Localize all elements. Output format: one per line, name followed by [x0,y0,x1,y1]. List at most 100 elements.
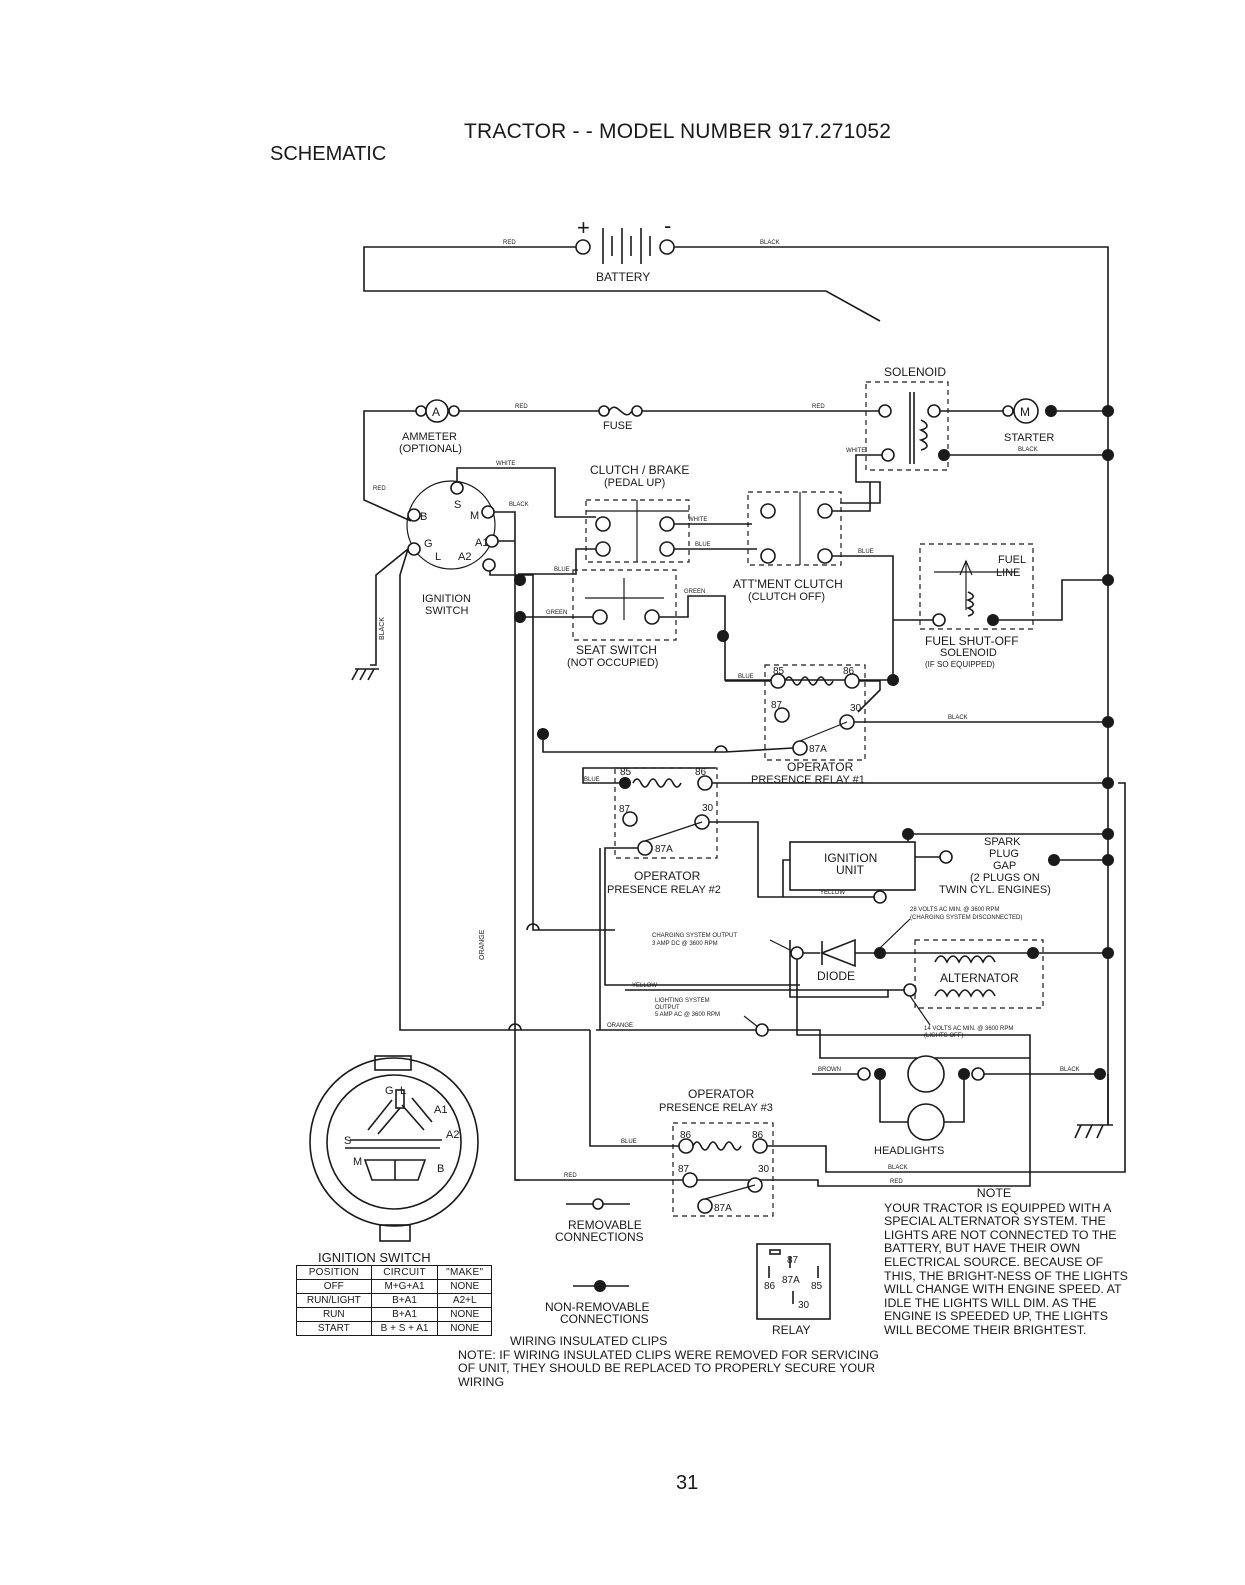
opr2-label-1: OPERATOR [634,869,701,883]
section-heading: SCHEMATIC [270,143,387,165]
fuel-solenoid-2: SOLENOID [940,647,997,659]
svg-text:S: S [344,1135,351,1147]
diode-label: DIODE [817,969,855,983]
svg-text:BLUE: BLUE [584,777,600,783]
svg-text:ORANGE: ORANGE [479,929,486,960]
svg-text:87A: 87A [655,844,673,855]
ammeter-optional: (OPTIONAL) [399,443,462,455]
table-cell: RUN/LIGHT [296,1293,372,1308]
main-feed: A AMMETER (OPTIONAL) FUSE RED RED RED [363,399,880,522]
fuel-solenoid-3: (IF SO EQUIPPED) [925,660,995,669]
table-row: RUN B+A1 NONE [296,1307,492,1322]
svg-text:YELLOW: YELLOW [632,983,657,989]
svg-text:BLUE: BLUE [554,567,570,573]
removable-connections: CONNECTIONS [555,1230,644,1244]
lighting-1: LIGHTING SYSTEM [655,998,710,1004]
seat-switch-1: SEAT SWITCH [576,643,657,657]
spark-5: TWIN CYL. ENGINES) [939,884,1051,896]
alternator-label: ALTERNATOR [940,971,1019,985]
clips-body: NOTE: IF WIRING INSULATED CLIPS WERE REM… [458,1347,879,1389]
svg-text:RED: RED [812,404,825,410]
svg-text:85: 85 [620,767,632,778]
relay-legend: 87 87A 86 85 30 RELAY [756,1243,831,1337]
svg-text:RED: RED [515,404,528,410]
svg-text:BLACK: BLACK [1060,1067,1080,1073]
opr3-label-2: PRESENCE RELAY #3 [659,1102,773,1114]
svg-text:87: 87 [771,700,783,711]
svg-text:A2: A2 [446,1129,459,1141]
operator-presence-relay-2: 85 86 87 30 87A OPERATOR PRESENCE RELAY … [582,767,1114,1030]
clutch-brake-sub: (PEDAL UP) [604,477,665,489]
page-number: 31 [676,1472,699,1494]
ignition-switch-label-2: SWITCH [425,605,468,617]
svg-text:B: B [420,511,427,523]
table-cell: OFF [296,1279,372,1294]
table-header: "MAKE" [437,1265,492,1280]
table-header: POSITION [296,1265,372,1280]
svg-text:S: S [454,499,461,511]
charging-1: CHARGING SYSTEM OUTPUT [652,933,737,939]
svg-text:85: 85 [773,666,785,677]
battery-circuit: + - BATTERY RED BLACK [363,213,1109,1125]
fuel-shutoff-solenoid: FUEL LINE FUEL SHUT-OFF SOLENOID (IF SO … [887,543,1114,686]
attment-clutch-sub: (CLUTCH OFF) [748,591,825,603]
nonremovable-connections: CONNECTIONS [560,1312,649,1326]
svg-text:BLACK: BLACK [1018,447,1038,453]
ignition-switch-label-1: IGNITION [422,593,471,605]
svg-text:BLUE: BLUE [858,549,874,555]
table-cell: B+A1 [370,1293,439,1308]
clips-note: WIRING INSULATED CLIPS NOTE: IF WIRING I… [458,1334,888,1389]
svg-text:G: G [424,538,433,550]
note-body: YOUR TRACTOR IS EQUIPPED WITH A SPECIAL … [884,1200,1128,1337]
table-cell: M+G+A1 [370,1279,439,1294]
svg-text:ORANGE: ORANGE [607,1023,633,1029]
svg-text:GREEN: GREEN [546,610,567,616]
table-cell: B + S + A1 [370,1321,439,1336]
svg-text:86: 86 [843,666,855,677]
solenoid-label: SOLENOID [884,365,946,379]
svg-text:A1: A1 [475,537,488,549]
svg-text:87: 87 [619,804,631,815]
battery-plus: + [577,215,590,240]
table-row: RUN/LIGHT B+A1 A2+L [296,1293,492,1308]
opr1-label-2: PRESENCE RELAY #1 [751,774,865,786]
table-header: CIRCUIT [370,1265,439,1280]
clutch-brake-label: CLUTCH / BRAKE [590,463,689,477]
ignition-switch-table: POSITION CIRCUIT "MAKE" OFF M+G+A1 NONE … [296,1265,492,1336]
headlights: BROWN BLACK HEADLIGHTS BLACK RED RED [515,782,1126,1187]
alt-note-3: 14 VOLTS AC MIN. @ 3600 RPM [924,1026,1013,1032]
spark-4: (2 PLUGS ON [970,872,1040,884]
svg-text:87A: 87A [782,1275,800,1286]
clutch-brake-switch: CLUTCH / BRAKE (PEDAL UP) WHITE BLUE BLU… [518,463,757,575]
svg-text:M: M [353,1156,362,1168]
connection-legend: REMOVABLE CONNECTIONS NON-REMOVABLE CONN… [545,1198,649,1326]
table-row: START B + S + A1 NONE [296,1321,492,1336]
wire-red: RED [503,240,516,246]
fuse-label: FUSE [603,420,632,432]
svg-text:RED: RED [373,486,386,492]
table-cell: A2+L [437,1293,492,1308]
opr2-label-2: PRESENCE RELAY #2 [607,884,721,896]
svg-text:BLUE: BLUE [621,1139,637,1145]
ammeter-label: AMMETER [402,431,457,443]
clips-title: WIRING INSULATED CLIPS [510,1334,668,1348]
charging-system: 28 VOLTS AC MIN. @ 3600 RPM (CHARGING SY… [479,907,1114,1090]
svg-text:BLACK: BLACK [948,715,968,721]
fuel-solenoid-1: FUEL SHUT-OFF [925,634,1019,648]
ignition-unit-1: IGNITION [824,851,877,865]
table-cell: START [296,1321,372,1336]
svg-text:GREEN: GREEN [684,589,705,595]
removable-label: REMOVABLE [568,1218,642,1232]
svg-text:L: L [435,551,441,563]
svg-text:86: 86 [680,1130,692,1141]
table-cell: NONE [437,1307,492,1322]
lighting-3: 5 AMP AC @ 3600 RPM [655,1012,720,1018]
svg-text:A2: A2 [458,551,471,563]
alt-note-2: (CHARGING SYSTEM DISCONNECTED) [910,915,1022,921]
alternator-note: NOTE YOUR TRACTOR IS EQUIPPED WITH A SPE… [884,1186,1134,1338]
battery-label: BATTERY [596,270,650,284]
starter-m: M [1020,405,1030,419]
fuel-line-1: FUEL [998,554,1026,566]
operator-presence-relay-3: 86 86 87 30 87A OPERATOR PRESENCE RELAY … [589,1030,774,1217]
